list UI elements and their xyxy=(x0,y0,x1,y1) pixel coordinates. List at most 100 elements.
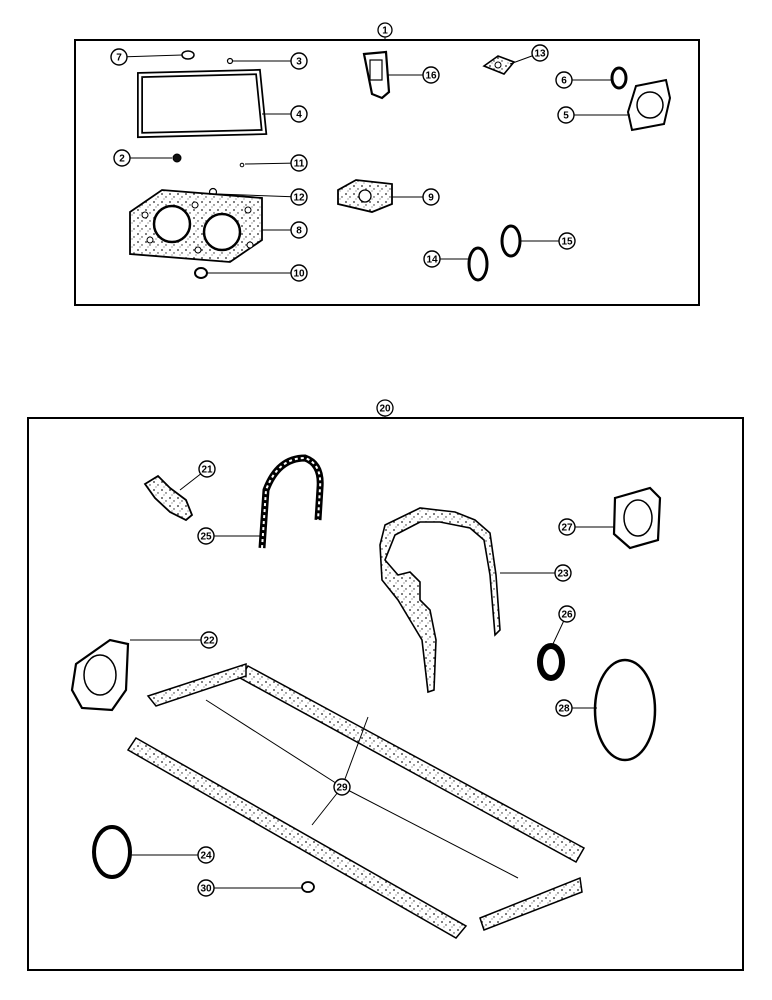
callout-circle xyxy=(200,631,218,649)
callout-circle xyxy=(198,460,216,478)
callout-label: 15 xyxy=(561,237,573,248)
callout-circle xyxy=(290,154,308,172)
callout-circle xyxy=(290,52,308,70)
callout-label: 10 xyxy=(293,269,305,280)
callout-circle xyxy=(422,188,440,206)
callout-circle xyxy=(423,250,441,268)
callout-label: 5 xyxy=(563,111,569,122)
callout-circle xyxy=(290,221,308,239)
callout-11: 11 xyxy=(244,154,308,172)
kit-20-number: 20 xyxy=(379,404,391,415)
part-14-ring xyxy=(467,246,489,282)
part-15-ring xyxy=(500,224,522,258)
part-16-outlet-gasket xyxy=(362,50,391,100)
callout-23: 23 xyxy=(500,564,572,582)
callout-label: 6 xyxy=(561,76,567,87)
callout-13: 13 xyxy=(509,44,549,65)
leader-line xyxy=(341,786,519,879)
callout-label: 28 xyxy=(558,704,570,715)
callout-label: 3 xyxy=(296,57,302,68)
callout-21: 21 xyxy=(179,460,216,491)
callout-label: 8 xyxy=(296,226,302,237)
callout-label: 29 xyxy=(336,783,348,794)
part-7-washer xyxy=(181,50,195,60)
callout-circle xyxy=(555,699,573,717)
callout-label: 7 xyxy=(116,53,122,64)
callout-circle xyxy=(333,778,351,796)
leader-line xyxy=(118,54,183,58)
part-10-washer xyxy=(194,267,208,279)
callout-27: 27 xyxy=(558,518,615,536)
callout-circle xyxy=(558,605,576,623)
callout-9: 9 xyxy=(392,188,440,206)
part-3-seal xyxy=(226,57,234,65)
callout-circle xyxy=(290,264,308,282)
parts-kit-1 xyxy=(129,50,672,282)
callout-8: 8 xyxy=(262,221,308,239)
part-21-strip-gasket xyxy=(143,474,194,522)
part-29-oil-pan-gaskets xyxy=(126,662,586,939)
callout-label: 9 xyxy=(428,193,434,204)
callout-label: 26 xyxy=(561,610,573,621)
part-26-seal xyxy=(537,643,565,681)
kit-20-callout: 20 xyxy=(376,399,394,417)
callout-circle xyxy=(554,564,572,582)
callout-29: 29 xyxy=(205,699,519,879)
kit-1-panel: 1 xyxy=(74,22,700,306)
callout-label: 13 xyxy=(534,49,546,60)
part-30-washer xyxy=(301,881,315,893)
callout-label: 11 xyxy=(294,159,305,170)
callout-label: 2 xyxy=(119,154,125,165)
callout-28: 28 xyxy=(555,699,597,717)
callout-label: 24 xyxy=(200,851,212,862)
callout-label: 25 xyxy=(200,532,212,543)
callout-3: 3 xyxy=(233,52,308,70)
leader-line xyxy=(341,716,369,788)
callout-label: 14 xyxy=(426,255,438,266)
kit-1-callout: 1 xyxy=(377,22,393,38)
callout-circle xyxy=(557,106,575,124)
part-8-head-gasket xyxy=(129,189,263,263)
callout-circle xyxy=(197,879,215,897)
part-25-arch-gasket xyxy=(258,454,324,549)
callout-circle xyxy=(197,846,215,864)
callout-12: 12 xyxy=(216,188,308,206)
callout-label: 30 xyxy=(200,884,212,895)
callout-4: 4 xyxy=(262,105,308,123)
callout-26: 26 xyxy=(551,605,576,647)
callout-circle xyxy=(290,188,308,206)
callout-label: 27 xyxy=(561,523,573,534)
kit-20-panel: 20 xyxy=(27,399,744,971)
part-2-grommet xyxy=(172,153,182,163)
callout-circle xyxy=(197,527,215,545)
kit-20-frame xyxy=(27,417,744,971)
callout-label: 12 xyxy=(293,193,305,204)
callout-label: 22 xyxy=(203,636,215,647)
callout-label: 16 xyxy=(425,71,437,82)
callout-2: 2 xyxy=(113,149,172,167)
part-4-cover-gasket xyxy=(137,68,268,139)
part-5-flange-gasket xyxy=(626,78,672,132)
callout-circle xyxy=(555,71,573,89)
kit-20-callouts: 21 25 23 27 26 22 28 29 24 30 xyxy=(130,460,615,897)
part-27-flange-gasket xyxy=(612,486,662,550)
kit-1-frame xyxy=(74,39,700,306)
part-23-timing-cover-gasket xyxy=(379,507,501,694)
kit-1-number: 1 xyxy=(382,26,388,37)
part-6-ring xyxy=(610,66,628,90)
callout-15: 15 xyxy=(520,232,576,250)
callout-24: 24 xyxy=(130,846,215,864)
callout-circle xyxy=(531,44,549,62)
callout-circle xyxy=(558,232,576,250)
callout-circle xyxy=(558,518,576,536)
callout-circle xyxy=(422,66,440,84)
callout-circle xyxy=(290,105,308,123)
callout-label: 21 xyxy=(201,465,213,476)
leader-line xyxy=(205,699,343,788)
kit-1-callouts: 7 3 4 2 11 12 8 10 16 9 13 6 5 14 15 xyxy=(110,44,630,282)
parts-kit-20 xyxy=(70,454,662,939)
callout-16: 16 xyxy=(388,66,440,84)
part-24-oring xyxy=(92,825,132,879)
part-22-flange-gasket xyxy=(70,638,130,712)
callout-22: 22 xyxy=(130,631,218,649)
